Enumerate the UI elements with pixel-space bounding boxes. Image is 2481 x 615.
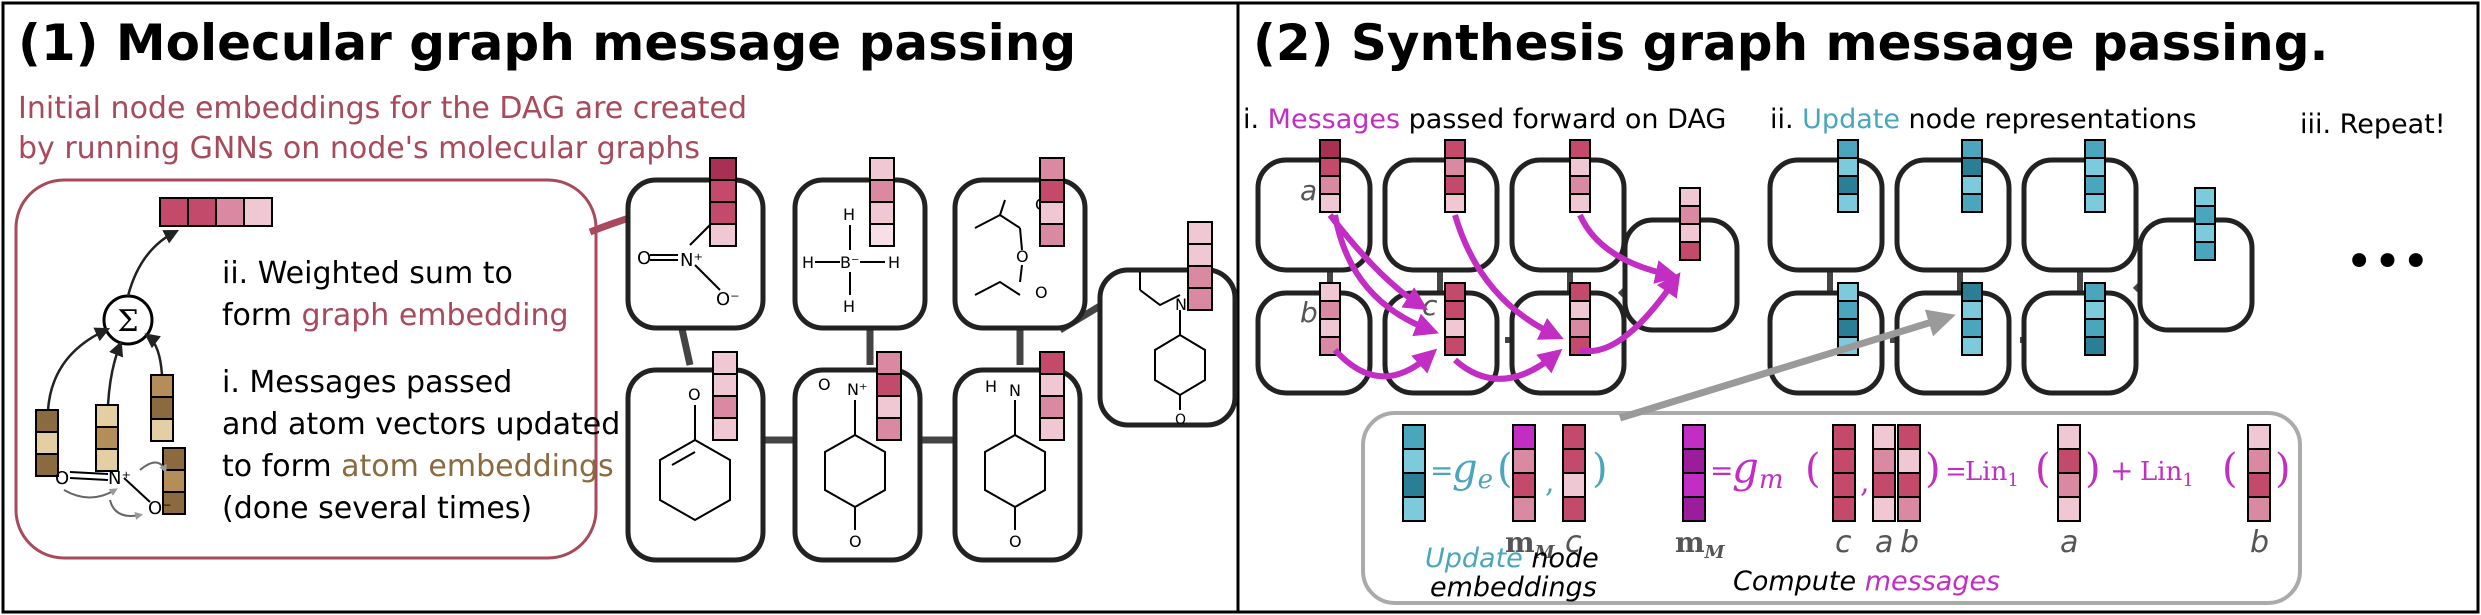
message-eq-arg-b: b [1900,525,1919,560]
atom-vector-3 [150,374,174,442]
update-pointer-arrow [1618,309,1956,422]
caption-compute: Compute messages [1733,566,2000,597]
dag-update [1767,139,2255,396]
message-eq-lin1-close: ) [2085,446,2101,492]
message-eq-lin2-open: ( [2222,446,2238,492]
message-eq-lin1-open: ( [2035,446,2051,492]
message-eq-lin2-close: ) [2275,446,2291,492]
message-eq-lin2-arg: b [2250,525,2269,560]
phenol-atom-o: O [688,385,701,404]
mol-box-borohydride [792,177,928,331]
node-b-label: b [1300,296,1318,329]
nitro-atom-ominus: O⁻ [716,289,740,310]
message-eq-comma: , [1860,465,1870,500]
sum-symbol: Σ [117,304,138,339]
aminophenol-atom-h: H [985,377,997,396]
message-eq-lin1-arg: a [2060,525,2078,560]
nitro-atom-o: O [637,248,651,269]
message-eq-fn: gm [1732,443,1784,495]
caption-update-line2: embeddings [1430,572,1597,603]
right-step3: iii. Repeat! [2300,109,2446,140]
message-eq-arg-a: a [1875,525,1893,560]
callout-atom-n: N⁺ [108,468,131,489]
update-eq-arg2: c [1565,525,1582,560]
aminophenol-structure [984,400,1046,530]
anh-atom-o3: O [1035,283,1048,302]
borohydride-structure [815,225,885,295]
node-a-label: a [1300,174,1317,207]
message-eq-mlabel: mM [1675,526,1726,563]
update-eq-open: ( [1497,446,1513,492]
repeat-ellipsis: ••• [2345,234,2430,290]
message-equation [1682,424,2271,522]
message-eq-plus: + [2110,454,2133,487]
message-eq-equals2: = [1945,457,1967,487]
atom-vector-4 [162,447,186,515]
boro-atom-h3: H [888,253,900,272]
phenol-structure [659,405,731,522]
update-eq-equals: = [1430,454,1453,487]
node-c-label: c [1422,289,1438,322]
right-step1: i. Messages passed forward on DAG [1243,104,1726,135]
nitrophenol-structure [824,400,886,530]
paracetamol-atom-o: O [1175,412,1186,428]
update-equation [1402,424,1586,522]
callout-nitro-molecule [69,445,151,503]
panel-molecular-graph: (1) Molecular graph message passing Init… [14,14,1238,563]
node-vectors-left [709,157,1213,441]
panel-synthesis-graph: (2) Synthesis graph message passing. i. … [1243,14,2446,605]
step2-line1: ii. Weighted sum to [222,256,513,291]
right-step2: ii. Update node representations [1770,104,2197,135]
boro-atom-b: B⁻ [840,253,859,272]
step2-line2: form graph embedding [222,298,569,333]
graph-embedding-vector [159,197,273,227]
caption-update: Update node [1425,543,1599,574]
nitrophenol-atom-n: N⁺ [847,380,867,399]
left-intro-line1: Initial node embeddings for the DAG are … [18,91,747,126]
callout-atom-o1: O [55,468,69,489]
step1-line4: (done several times) [222,491,532,526]
left-title: (1) Molecular graph message passing [18,14,1076,72]
boro-atom-h2: H [802,253,814,272]
anh-atom-o2: O [1016,247,1029,266]
paracetamol-atom-n: N [1175,295,1187,314]
aminophenol-atom-n: N [1009,381,1021,400]
nitrophenol-atom-o1: O [818,375,831,394]
nitrophenol-atom-o2: O [849,532,862,551]
callout-atom-o2: O⁻ [148,498,172,519]
paracetamol-structure [1139,272,1206,410]
right-title: (2) Synthesis graph message passing. [1253,14,2329,72]
boro-atom-h1: H [843,205,855,224]
message-eq-equals: = [1710,454,1733,487]
nitro-atom-n: N⁺ [680,250,703,271]
update-eq-comma: , [1545,465,1555,500]
message-eq-arg-c: c [1835,525,1852,560]
step1-line3: to form atom embeddings [222,449,614,484]
message-eq-lin1: Lin1 [1965,457,2019,491]
dag-messages: a b c [1255,139,1740,396]
boro-atom-h4: H [843,297,855,316]
atom-vector-2 [95,404,119,472]
anhydride-structure [974,199,1023,296]
mol-box-paracetamol [1097,267,1238,428]
left-intro-line2: by running GNNs on node's molecular grap… [18,131,700,166]
message-eq-open: ( [1805,446,1821,492]
update-eq-fn: ge [1452,446,1493,495]
step1-line1: i. Messages passed [222,365,512,400]
step1-line2: and atom vectors updated [222,407,620,442]
message-eq-lin2: Lin1 [2140,457,2194,491]
message-eq-close: ) [1925,446,1941,492]
atom-vector-1 [35,409,59,477]
aminophenol-atom-o: O [1009,532,1022,551]
update-eq-close: ) [1592,446,1608,492]
update-eq-arg1: mM [1505,526,1556,563]
